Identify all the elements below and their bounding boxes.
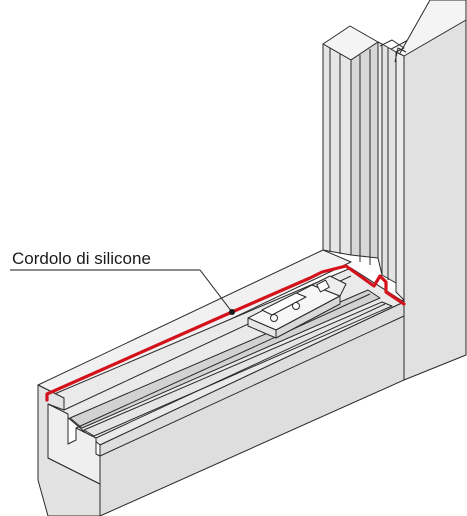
silicone-bead-icon [45,264,406,402]
glazing-clip-icon [247,275,347,339]
callout: Cordolo di silicone [10,249,235,315]
horizontal-sill [37,249,405,516]
callout-leader-line [199,269,233,313]
callout-dot [229,309,235,315]
callout-label: Cordolo di silicone [12,249,151,268]
